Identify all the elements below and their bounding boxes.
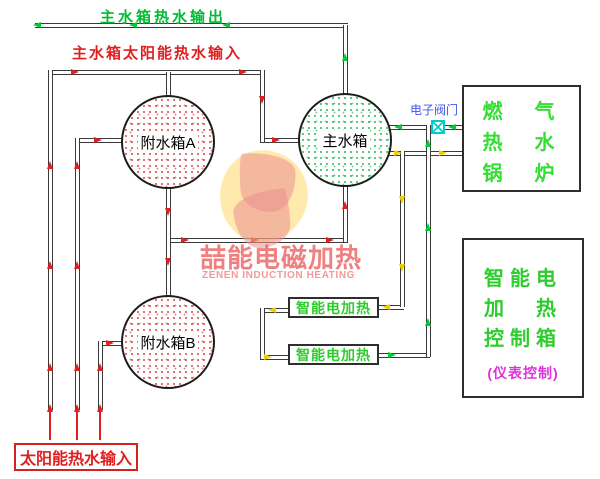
tank-aux-a: 附水箱A	[121, 95, 215, 189]
heater-box-1: 智能电加热	[288, 297, 379, 318]
flow-arrow	[399, 264, 405, 272]
tank-aux-b-label: 附水箱B	[138, 331, 198, 353]
flow-arrow	[239, 69, 247, 75]
pipe-solar-tank-a	[75, 138, 80, 410]
watermark-leaf-icon	[237, 150, 299, 214]
flow-arrow	[97, 363, 103, 371]
pipe-hot-riser	[426, 125, 431, 357]
watermark-flame-icon	[214, 144, 314, 248]
flow-arrow	[74, 363, 80, 371]
flow-arrow	[399, 196, 405, 204]
flow-arrow	[47, 261, 53, 269]
pipe-main-tank-riser	[343, 25, 348, 100]
flow-arrow	[342, 53, 348, 61]
pipe-tank-a-top-stub	[166, 72, 171, 98]
flow-arrow	[97, 404, 103, 412]
label-main-tank-solar-input: 主水箱太阳能热水输入	[72, 45, 243, 62]
flow-arrow	[181, 237, 189, 243]
flow-arrow	[394, 150, 402, 156]
solar-input-box: 太阳能热水输入	[14, 443, 138, 471]
solar-input-label: 太阳能热水输入	[19, 451, 132, 468]
flow-arrow	[74, 404, 80, 412]
flow-arrow	[425, 139, 431, 147]
pipe-main-tank-bottom	[343, 186, 348, 242]
heater-1-label: 智能电加热	[296, 299, 371, 316]
pipe-boiler-cold-line	[380, 151, 463, 156]
pipe-tank-a-to-b	[166, 186, 171, 298]
flow-arrow	[326, 237, 334, 243]
flow-arrow	[342, 201, 348, 209]
pipe-heater-serpentine	[260, 308, 265, 359]
flow-arrow	[222, 22, 230, 28]
gas-boiler-line3: 锅 炉	[482, 163, 561, 185]
flow-arrow	[439, 150, 447, 156]
flow-arrow	[448, 124, 456, 130]
solar-input-arrow	[76, 412, 78, 440]
flow-arrow	[394, 124, 402, 130]
control-box-line2: 加 热	[484, 298, 562, 320]
flow-arrow	[251, 237, 259, 243]
flow-arrow	[94, 137, 102, 143]
pipe-cold-drop	[400, 151, 405, 307]
label-main-tank-hot-output: 主水箱热水输出	[100, 9, 227, 26]
pipe-into-main-tank-left	[260, 138, 300, 143]
pipe-solar-tank-b	[98, 341, 103, 410]
control-box-line3: 控制箱	[484, 328, 562, 350]
electronic-valve-icon	[431, 120, 445, 134]
control-box-line1: 智能电	[484, 268, 562, 290]
gas-boiler-box: 燃 气 热 水 锅 炉	[462, 85, 581, 192]
flow-arrow	[47, 404, 53, 412]
pipe-solar-loop-drop	[260, 70, 265, 142]
flow-arrow	[259, 96, 265, 104]
heater-box-2: 智能电加热	[288, 344, 379, 365]
flow-arrow	[47, 363, 53, 371]
solar-input-arrow	[49, 412, 51, 440]
control-box-subtitle: (仪表控制)	[487, 365, 559, 381]
control-box: 智能电 加 热 控制箱 (仪表控制)	[462, 238, 584, 398]
tank-main-label: 主水箱	[320, 129, 370, 151]
flow-arrow	[382, 304, 390, 310]
flow-arrow	[268, 307, 276, 313]
flow-arrow	[74, 261, 80, 269]
flow-arrow	[129, 22, 137, 28]
tank-aux-b: 附水箱B	[121, 295, 215, 389]
flow-arrow	[106, 340, 114, 346]
gas-boiler-line1: 燃 气	[482, 101, 561, 123]
solar-input-arrow	[99, 412, 101, 440]
flow-arrow	[71, 69, 79, 75]
flow-arrow	[74, 161, 80, 169]
pipe-solar-main	[48, 70, 53, 410]
label-electronic-valve: 电子阀门	[410, 103, 459, 117]
tank-aux-a-label: 附水箱A	[138, 131, 198, 153]
tank-main: 主水箱	[298, 93, 392, 187]
watermark-tagline: ZENEN INDUCTION HEATING	[202, 270, 356, 281]
pipe-heater2-left	[260, 355, 290, 360]
flow-arrow	[425, 318, 431, 326]
pipe-solar-loop-top	[50, 70, 264, 75]
flow-arrow	[47, 161, 53, 169]
flow-arrow	[165, 258, 171, 266]
watermark-brand: 喆能电磁加热	[200, 243, 363, 273]
flow-arrow	[272, 137, 280, 143]
pipe-heater2-right	[376, 353, 430, 358]
flow-arrow	[33, 22, 41, 28]
gas-boiler-line2: 热 水	[482, 132, 561, 154]
flow-arrow	[425, 223, 431, 231]
flow-arrow	[388, 352, 396, 358]
pipe-heater1-right	[376, 305, 404, 310]
flow-arrow	[264, 354, 272, 360]
flow-arrow	[165, 208, 171, 216]
pipe-main-output-top	[35, 23, 348, 28]
heater-2-label: 智能电加热	[296, 346, 371, 363]
pipe-boiler-hot-line	[380, 125, 463, 130]
